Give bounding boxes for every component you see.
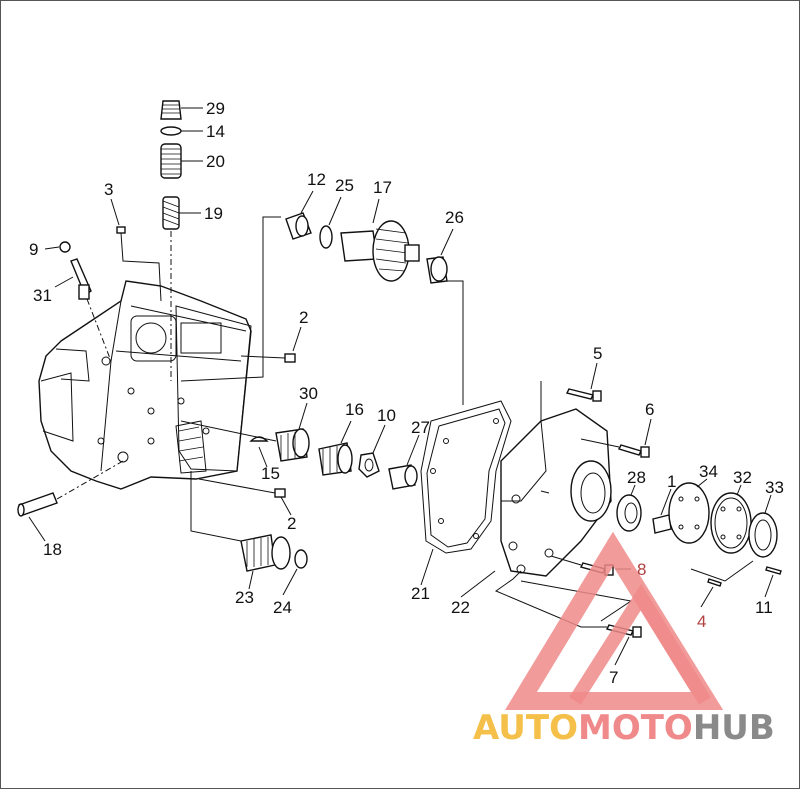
side-cover-22 [500, 408, 612, 577]
callout-28: 28 [627, 468, 646, 487]
callout-9: 9 [29, 240, 38, 259]
callout-32: 32 [733, 468, 752, 487]
plate-34 [668, 482, 710, 544]
screw-5 [565, 388, 602, 402]
callout-24: 24 [273, 598, 292, 617]
callout-18: 18 [43, 540, 62, 559]
set-screw-2-lower [274, 488, 286, 498]
shaft-18 [17, 492, 58, 517]
gasket-32 [710, 492, 752, 554]
pin-11 [765, 566, 782, 575]
callout-31: 31 [33, 286, 52, 305]
ring-33 [748, 512, 778, 558]
callout-leaders [28, 107, 774, 666]
callout-29: 29 [206, 99, 225, 118]
set-screw-2-upper [284, 353, 296, 363]
bearing-26 [426, 256, 448, 284]
o-ring-14 [160, 126, 182, 136]
callout-20: 20 [206, 152, 225, 171]
callout-16: 16 [345, 400, 364, 419]
callout-25: 25 [335, 176, 354, 195]
callout-7: 7 [609, 668, 618, 687]
svg-text:AUTOMOTOHUB: AUTOMOTOHUB [473, 708, 775, 748]
callout-labels: 29 14 20 19 3 9 31 12 25 17 26 2 30 16 1… [29, 99, 784, 687]
housing-gasket [175, 305, 252, 472]
watermark-hub: HUB [693, 708, 775, 748]
callout-33: 33 [765, 478, 784, 497]
callout-19: 19 [204, 204, 223, 223]
watermark-logo: AUTOMOTOHUB [473, 531, 775, 748]
bearing-28 [616, 494, 642, 532]
callout-14: 14 [206, 122, 225, 141]
washer-25 [319, 225, 333, 249]
callout-6: 6 [645, 400, 654, 419]
screw-6 [618, 444, 650, 458]
callout-11: 11 [755, 598, 773, 617]
bearing-12 [285, 212, 312, 240]
callout-27: 27 [411, 418, 430, 437]
sensor-31 [70, 258, 92, 300]
spring-20 [160, 143, 182, 179]
callout-15: 15 [261, 464, 280, 483]
callout-1: 1 [667, 472, 676, 491]
washer-24 [294, 549, 308, 569]
callout-4: 4 [697, 612, 706, 631]
watermark-moto: MOTO [578, 708, 693, 748]
bearing-30 [275, 428, 310, 462]
callout-5: 5 [593, 344, 602, 363]
screw-4 [707, 578, 722, 587]
callout-34: 34 [699, 462, 718, 481]
callout-2-upper: 2 [299, 308, 308, 327]
gear-23 [240, 534, 291, 572]
callout-21: 21 [411, 584, 430, 603]
pin-1 [652, 514, 672, 534]
cover-gasket-21 [420, 400, 512, 554]
callout-2-lower: 2 [287, 514, 296, 533]
gear-16 [318, 442, 353, 476]
callout-30: 30 [299, 384, 318, 403]
callout-12: 12 [307, 170, 326, 189]
gear-shaft-17 [340, 220, 420, 282]
callout-23: 23 [235, 588, 254, 607]
filter-screen-19 [162, 196, 180, 230]
callout-26: 26 [445, 208, 464, 227]
nut-10 [358, 452, 380, 478]
callout-17: 17 [373, 178, 392, 197]
callout-10: 10 [377, 406, 396, 425]
callout-8: 8 [637, 560, 646, 579]
watermark-auto: AUTO [473, 708, 578, 748]
callout-3: 3 [104, 180, 113, 199]
bushing-27 [388, 464, 418, 490]
callout-22: 22 [451, 598, 470, 617]
pin-3 [116, 226, 126, 234]
plug-29 [160, 100, 182, 120]
transmission-housing [38, 280, 252, 490]
nut-9 [59, 241, 71, 253]
